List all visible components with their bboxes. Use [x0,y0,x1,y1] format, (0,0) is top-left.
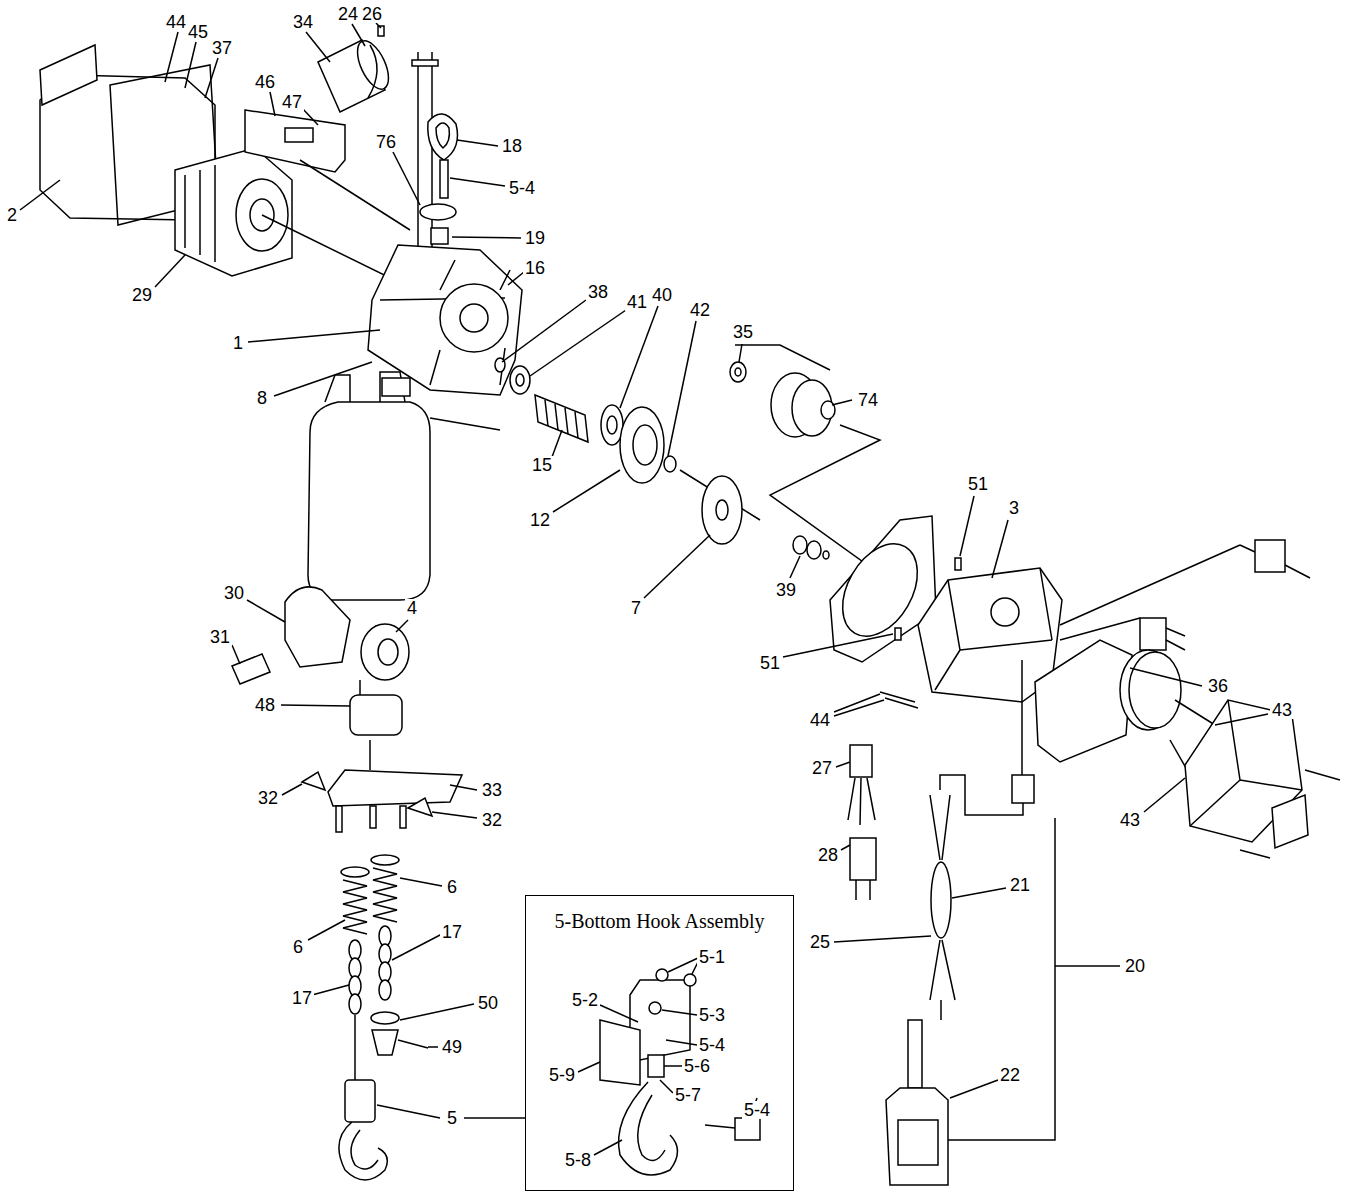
callout-number: 5-2 [570,991,600,1009]
callout-number: 19 [523,229,547,247]
callout-number: 31 [208,628,232,646]
callout-number: 42 [688,301,712,319]
callout-number: 5-4 [742,1101,772,1119]
callout-number: 5-3 [697,1006,727,1024]
callout-number: 33 [480,781,504,799]
callout-number: 12 [528,511,552,529]
callout-number: 20 [1123,957,1147,975]
callout-number: 5-7 [673,1086,703,1104]
control-panel [245,110,345,172]
callout-number: 44 [164,13,188,31]
callout-number: 2 [5,206,19,224]
callout-number: 5 [445,1109,459,1127]
spring [373,868,397,922]
inset-title: 5-Bottom Hook Assembly [526,896,793,933]
plug [850,838,876,880]
callout-number: 22 [998,1066,1022,1084]
inset-box: 5-Bottom Hook Assembly [525,895,794,1191]
control-cable [931,862,951,938]
leader-lines [20,23,1268,1155]
callout-number: 17 [440,923,464,941]
bottom-hook [345,1080,375,1122]
top-hook [428,114,458,160]
callout-number: 8 [255,389,269,407]
callout-number: 25 [808,933,832,951]
callout-number: 3 [1007,499,1021,517]
callout-number: 7 [629,599,643,617]
chain-guide [285,587,350,667]
cable-gland [850,745,872,777]
cable-gland [1012,775,1034,803]
gear-disc [702,476,742,544]
callout-number: 41 [625,293,649,311]
callout-number: 44 [808,711,832,729]
load-sprocket [361,624,409,680]
callout-number: 39 [774,581,798,599]
callout-number: 49 [440,1038,464,1056]
callout-number: 6 [445,878,459,896]
callout-number: 74 [856,391,880,409]
cover-gasket [1035,640,1132,762]
callout-number: 5-4 [507,179,537,197]
callout-number: 18 [500,137,524,155]
callout-number: 27 [810,759,834,777]
callout-number: 26 [360,5,384,23]
callout-number: 46 [253,73,277,91]
callout-number: 5-6 [682,1057,712,1075]
callout-number: 51 [966,475,990,493]
callout-number: 5-1 [697,948,727,966]
hook [619,1082,678,1175]
callout-number: 50 [476,994,500,1012]
hanger-plate [328,770,462,806]
callout-number: 51 [758,654,782,672]
callout-number: 28 [816,846,840,864]
callout-number: 16 [523,259,547,277]
callout-number: 76 [374,133,398,151]
callout-number: 6 [291,938,305,956]
callout-number: 34 [291,13,315,31]
callout-number: 43 [1118,811,1142,829]
callout-number: 32 [256,789,280,807]
callout-number: 1 [231,334,245,352]
callout-number: 38 [586,283,610,301]
callout-number: 17 [290,989,314,1007]
chain-stopper [371,1012,399,1024]
pendant [886,1088,948,1185]
spring [343,880,367,934]
nameplate [40,45,97,105]
chain-container [308,402,430,600]
callout-number: 37 [210,39,234,57]
callout-number: 36 [1206,677,1230,695]
stator [175,148,292,276]
pinion-shaft [535,395,588,442]
callout-number: 32 [480,811,504,829]
callout-number: 15 [530,456,554,474]
callout-number: 5-8 [563,1151,593,1169]
callout-number: 48 [253,696,277,714]
callout-number: 30 [222,584,246,602]
callout-number: 5-4 [697,1036,727,1054]
callout-number: 47 [280,93,304,111]
callout-number: 5-9 [547,1066,577,1084]
callout-number: 40 [650,286,674,304]
callout-number: 21 [1008,876,1032,894]
callout-number: 29 [130,286,154,304]
chain-stripper [350,695,402,735]
callout-number: 35 [731,323,755,341]
callout-number: 4 [405,599,419,617]
callout-number: 24 [336,5,360,23]
callout-number: 43 [1270,701,1294,719]
gear [620,407,664,483]
callout-number: 45 [186,23,210,41]
